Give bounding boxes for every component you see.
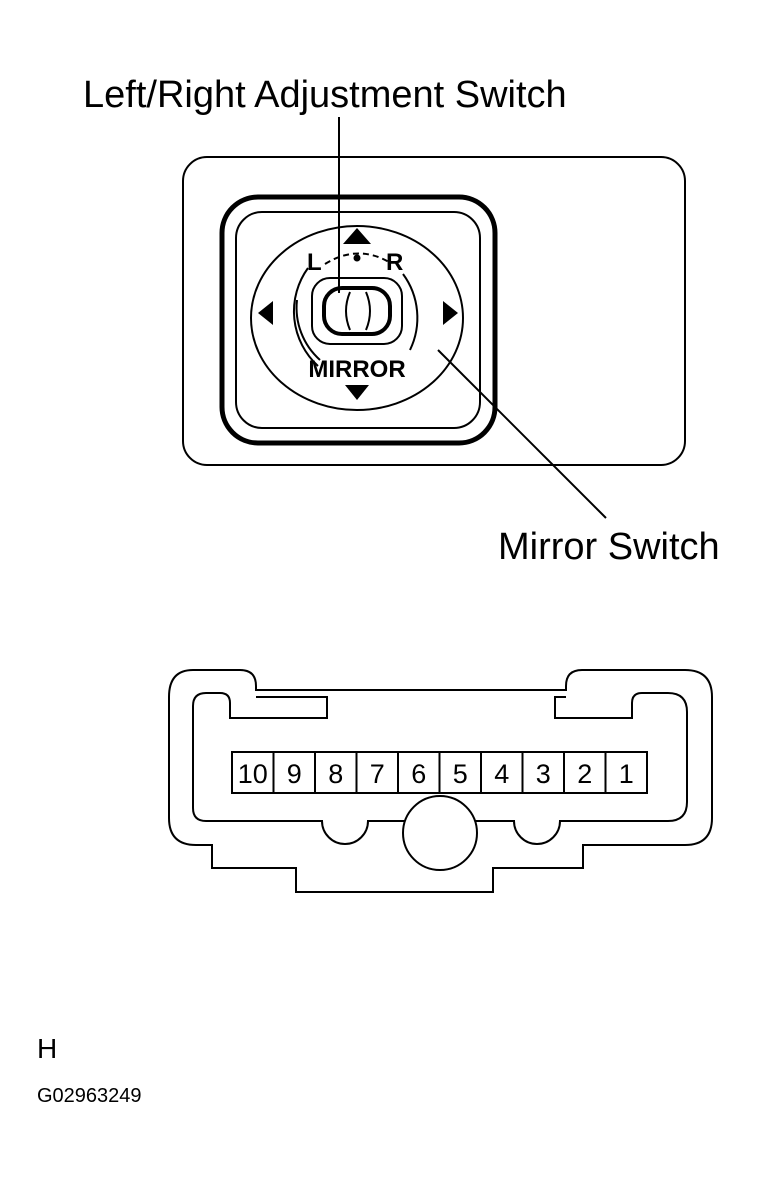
pin-cell: [314, 751, 358, 794]
left-label: L: [307, 249, 322, 276]
connector-latch-right: [554, 692, 656, 719]
pin-label: 5: [453, 759, 468, 789]
switch-bezel-inner: [235, 211, 481, 429]
switch-panel: [182, 156, 686, 466]
mirror-switch-leader: [437, 349, 607, 519]
lr-center-dot: [353, 254, 361, 262]
lr-switch-detail-right: [365, 291, 371, 331]
pin-label: 10: [238, 759, 268, 789]
lr-ring-left-outer: [295, 299, 321, 361]
pin-cell: [397, 751, 441, 794]
right-arrow-icon[interactable]: [443, 301, 458, 325]
lr-selector-arc: [324, 252, 390, 265]
pin-label: 6: [411, 759, 426, 789]
mirror-label: MIRROR: [308, 356, 405, 383]
connector-shell: [168, 669, 713, 893]
pin-label: 3: [536, 759, 551, 789]
pin-label: 4: [494, 759, 509, 789]
up-arrow-icon[interactable]: [343, 228, 371, 244]
lr-switch-detail-left: [345, 291, 351, 331]
lr-ring-right: [402, 273, 419, 351]
lr-ring-left: [292, 267, 319, 367]
mirror-switch-knob[interactable]: [250, 225, 464, 411]
left-arrow-icon[interactable]: [258, 301, 273, 325]
pin-label: 7: [370, 759, 385, 789]
left-right-switch-callout: Left/Right Adjustment Switch: [83, 74, 567, 116]
figure-code: G02963249: [37, 1085, 142, 1107]
pin-label: 9: [287, 759, 302, 789]
pin-label: 8: [328, 759, 343, 789]
pin-cell: [604, 751, 648, 794]
figure-letter: H: [37, 1033, 57, 1064]
right-label: R: [386, 249, 403, 276]
down-arrow-icon[interactable]: [345, 385, 369, 400]
pin-cell: [521, 751, 565, 794]
switch-bezel: [219, 194, 498, 446]
pin-cell: [480, 751, 524, 794]
pin-cell: [438, 751, 482, 794]
mirror-switch-callout: Mirror Switch: [498, 526, 720, 568]
pin-cell: [563, 751, 607, 794]
pin-label: 1: [619, 759, 634, 789]
pin-cell: [355, 751, 399, 794]
connector-key: [402, 795, 478, 871]
pin-label: 2: [577, 759, 592, 789]
lr-adjustment-switch[interactable]: [322, 286, 392, 336]
connector-latch-left: [206, 692, 328, 719]
lr-switch-housing: [311, 277, 403, 345]
pin-cell: [272, 751, 316, 794]
